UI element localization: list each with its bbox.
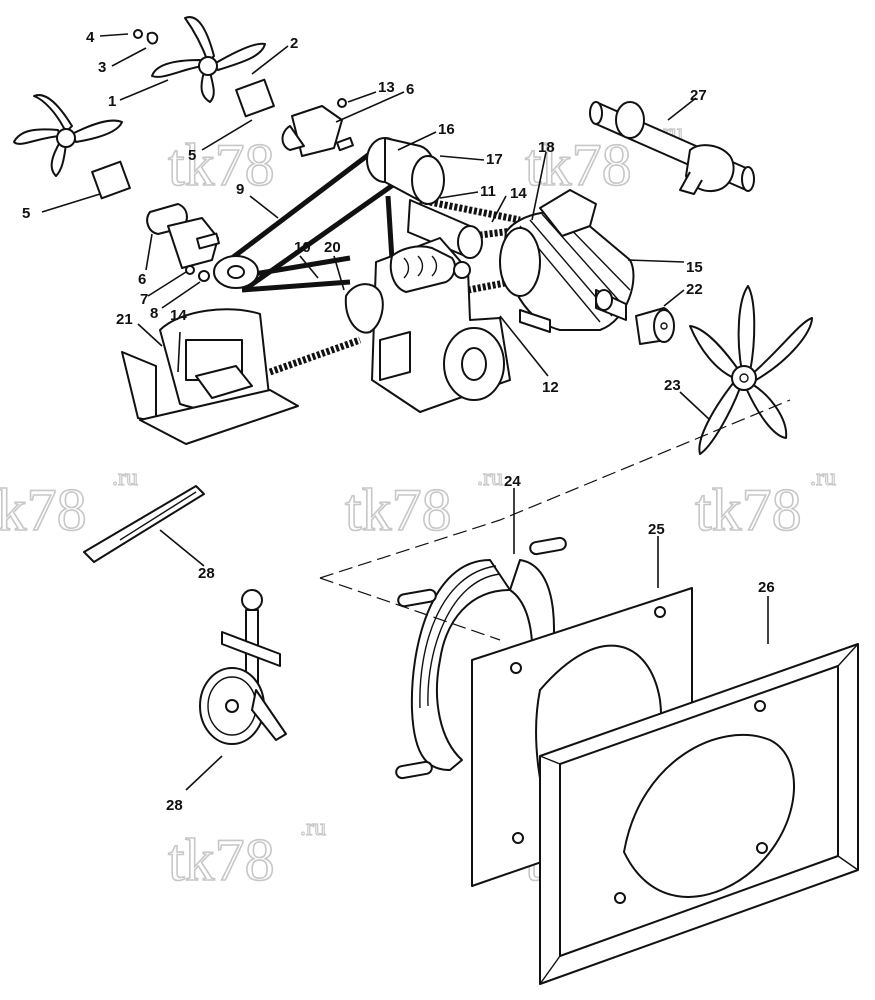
callout-24: 25 [648,521,665,538]
fan-left [13,94,123,177]
callouts: 4 3 1 2 5 5 6 7 8 14 9 10 20 13 6 16 17 … [22,29,775,814]
callout-17: 17 [486,151,503,168]
callout-21: 22 [686,281,703,298]
callout-25: 26 [758,579,775,596]
watermark: tk78 [168,827,275,893]
callout-5: 5 [188,147,196,164]
callout-4: 4 [86,29,95,46]
callout-15: 15 [686,259,703,276]
callout-8: 8 [150,305,158,322]
callout-7: 7 [140,291,148,308]
leader-lines [41,33,769,791]
callout-6: 6 [138,271,146,288]
callout-19: 20 [324,239,341,256]
callout-9: 9 [236,181,244,198]
gauge-28 [199,589,287,745]
watermark-suffix: .ru [477,465,503,491]
callout-11: 11 [480,183,496,200]
callout-22: 23 [664,377,681,394]
callout-18: 18 [538,139,555,156]
motor-15 [499,189,635,333]
construction-lines [319,399,791,641]
watermark-suffix: .ru [112,465,138,491]
fan-top [151,16,266,103]
callout-3: 3 [98,59,106,76]
callout-16: 16 [438,121,455,138]
tool-27 [83,485,205,563]
callout-5: 5 [22,205,30,222]
watermark: tk78 [0,477,87,543]
watermark: tk78 [525,132,632,198]
watermark-suffix: .ru [300,815,326,841]
pulleys [213,137,483,289]
callout-1: 1 [108,93,116,110]
callout-26: 27 [690,87,707,104]
shroud-25 [539,643,859,985]
watermark: tk78 [695,477,802,543]
callout-28: 28 [166,797,183,814]
callout-14: 14 [170,307,187,324]
hub-21 [635,307,675,345]
callout-14: 14 [510,185,527,202]
callout-27: 28 [198,565,215,582]
callout-6: 6 [406,81,414,98]
watermark-suffix: .ru [810,465,836,491]
watermark: tk78 [345,477,452,543]
tensioner-20 [121,308,299,445]
callout-20: 21 [116,311,133,328]
callout-10: 10 [294,239,311,256]
compressor [344,237,511,413]
watermark: tk78 [168,132,275,198]
bracket-parts [91,29,354,282]
shaft-26 [589,101,755,195]
callout-23: 24 [504,473,521,490]
fan-22 [689,285,813,455]
callout-13: 13 [378,79,395,96]
callout-2: 2 [290,35,298,52]
callout-12: 12 [542,379,559,396]
